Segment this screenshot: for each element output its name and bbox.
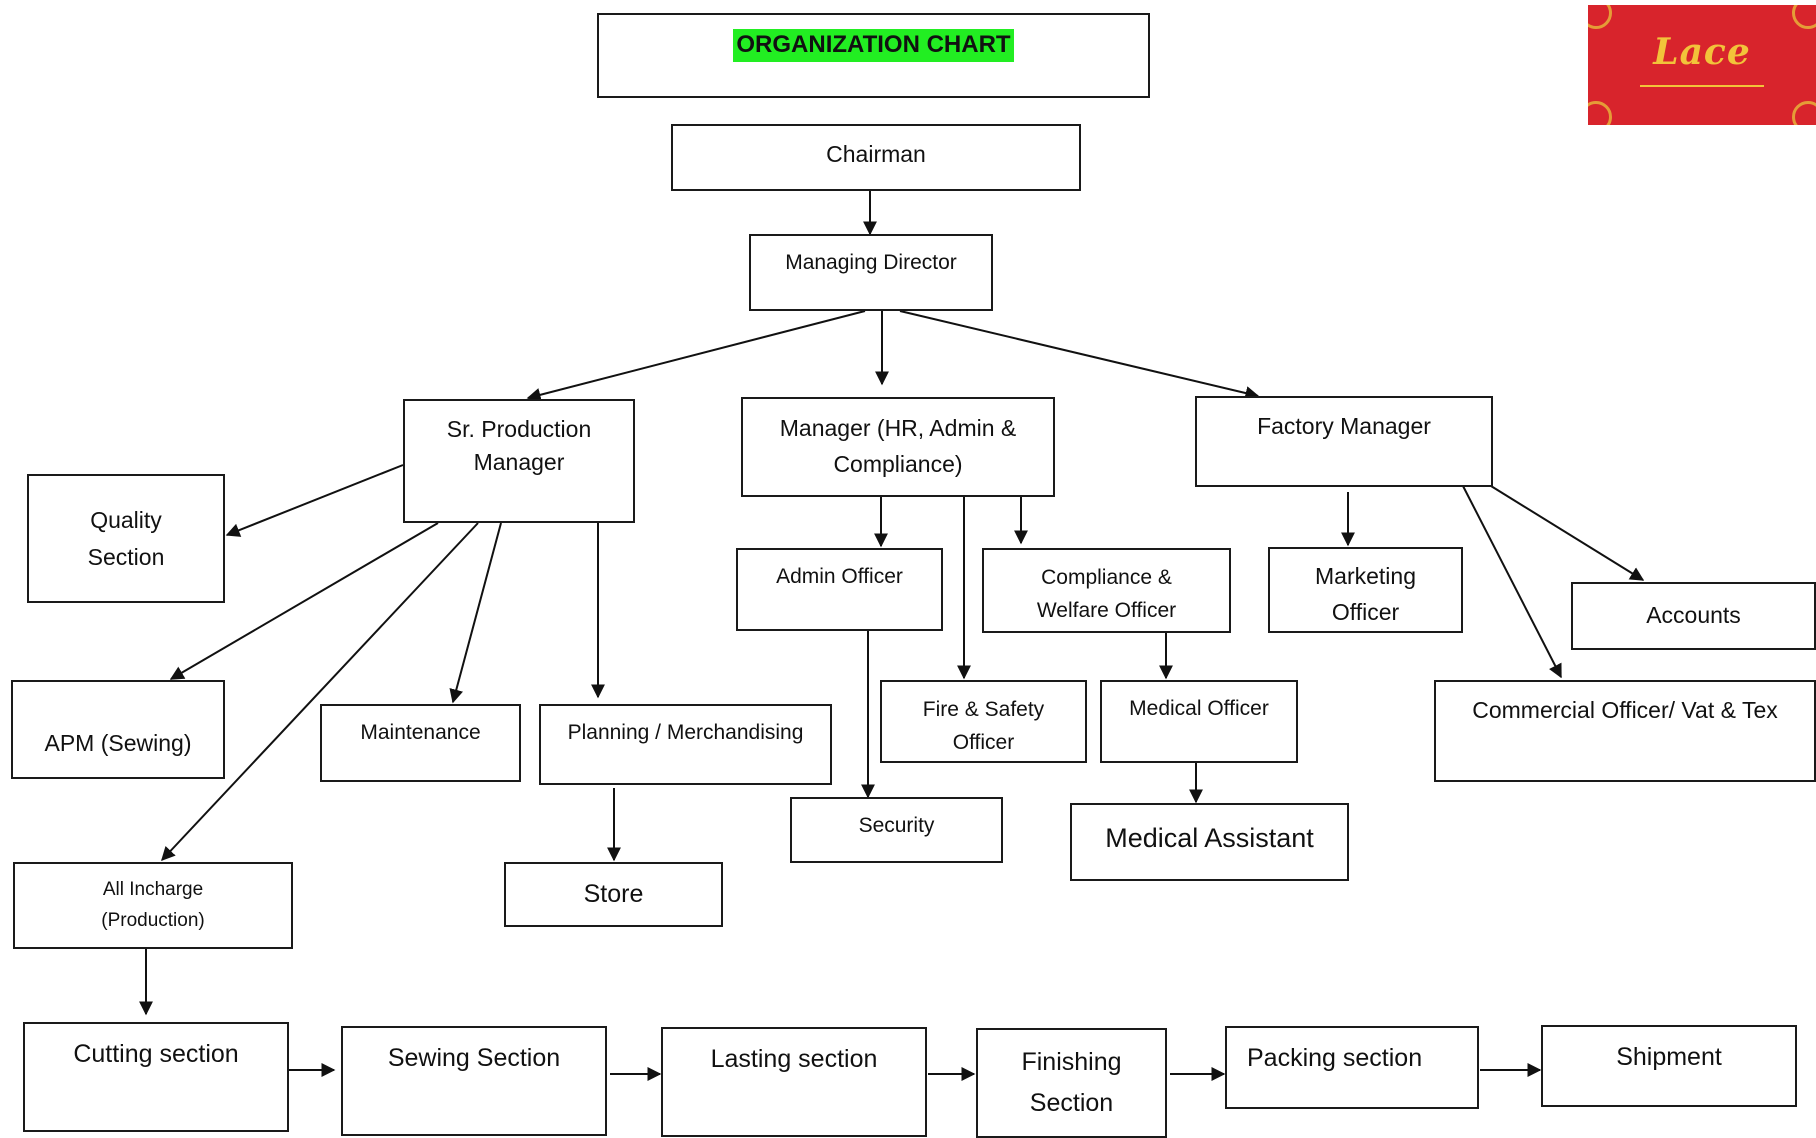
- node-label: Managing Director: [785, 251, 957, 274]
- arrow-sr-to-apm: [169, 522, 439, 680]
- node-security: Security: [790, 797, 1003, 863]
- node-label: Medical Officer: [1129, 697, 1269, 720]
- node-label: All Incharge (Production): [101, 879, 205, 932]
- node-label: Factory Manager: [1257, 413, 1431, 439]
- logo-text: Lace: [1653, 31, 1751, 73]
- chart-title: ORGANIZATION CHART: [733, 29, 1014, 62]
- node-label: Sr. Production Manager: [446, 416, 592, 476]
- node-label: Compliance & Welfare Officer: [1036, 566, 1177, 622]
- node-label: Medical Assistant: [1105, 823, 1314, 853]
- arrow-sr-to-all-incharge: [161, 522, 479, 862]
- node-medical-officer: Medical Officer: [1100, 680, 1298, 763]
- node-label: Finishing Section: [1021, 1048, 1122, 1118]
- logo-rule: [1640, 85, 1764, 87]
- node-accounts: Accounts: [1571, 582, 1816, 650]
- node-factory-manager: Factory Manager: [1195, 396, 1493, 487]
- node-fire-safety-officer: Fire & Safety Officer: [880, 680, 1087, 763]
- node-label: Accounts: [1646, 602, 1741, 629]
- node-apm-sewing: APM (Sewing): [11, 680, 225, 779]
- arrow-factory-to-accounts: [1490, 485, 1645, 581]
- node-medical-assistant: Medical Assistant: [1070, 803, 1349, 881]
- node-quality-section: Quality Section: [27, 474, 225, 603]
- node-label: Manager (HR, Admin & Compliance): [779, 415, 1017, 477]
- node-lasting-section: Lasting section: [661, 1027, 927, 1137]
- node-planning-merchandising: Planning / Merchandising: [539, 704, 832, 785]
- node-label: Store: [583, 880, 644, 909]
- node-label: Sewing Section: [387, 1044, 561, 1072]
- node-manager-hr-admin-compliance: Manager (HR, Admin & Compliance): [741, 397, 1055, 497]
- node-compliance-welfare-officer: Compliance & Welfare Officer: [982, 548, 1231, 633]
- node-sr-production-manager: Sr. Production Manager: [403, 399, 635, 523]
- arrow-factory-to-commercial: [1462, 485, 1562, 679]
- node-chairman: Chairman: [671, 124, 1081, 191]
- node-label: Maintenance: [360, 721, 481, 744]
- node-cutting-section: Cutting section: [23, 1022, 289, 1132]
- node-shipment: Shipment: [1541, 1025, 1797, 1107]
- node-label: Quality Section: [87, 506, 165, 570]
- arrow-sr-to-maintenance: [449, 522, 502, 704]
- node-label: Security: [858, 814, 935, 837]
- node-label: Commercial Officer/ Vat & Tex: [1472, 697, 1778, 723]
- node-label: Marketing Officer: [1315, 563, 1416, 625]
- node-sewing-section: Sewing Section: [341, 1026, 607, 1136]
- node-commercial-officer: Commercial Officer/ Vat & Tex: [1434, 680, 1816, 782]
- node-label: Packing section: [1247, 1044, 1423, 1072]
- arrow-sr-to-quality: [225, 464, 404, 537]
- node-label: Shipment: [1616, 1043, 1722, 1071]
- node-label: Admin Officer: [776, 565, 903, 588]
- node-all-incharge-production: All Incharge (Production): [13, 862, 293, 949]
- node-label: APM (Sewing): [44, 729, 192, 756]
- node-label: Lasting section: [710, 1045, 878, 1073]
- node-packing-section: Packing section: [1225, 1026, 1479, 1109]
- node-label: Fire & Safety Officer: [922, 698, 1045, 754]
- node-admin-officer: Admin Officer: [736, 548, 943, 631]
- node-managing-director: Managing Director: [749, 234, 993, 311]
- node-label: Cutting section: [73, 1040, 239, 1068]
- node-finishing-section: Finishing Section: [976, 1028, 1167, 1138]
- node-store: Store: [504, 862, 723, 927]
- arrow-md-to-sr-production: [526, 310, 866, 402]
- node-label: Chairman: [826, 141, 926, 167]
- node-marketing-officer: Marketing Officer: [1268, 547, 1463, 633]
- title-box: ORGANIZATION CHART: [597, 13, 1150, 98]
- lace-logo: Lace: [1588, 5, 1816, 125]
- arrow-md-to-factory-manager: [899, 310, 1260, 400]
- node-label: Planning / Merchandising: [567, 721, 804, 744]
- node-maintenance: Maintenance: [320, 704, 521, 782]
